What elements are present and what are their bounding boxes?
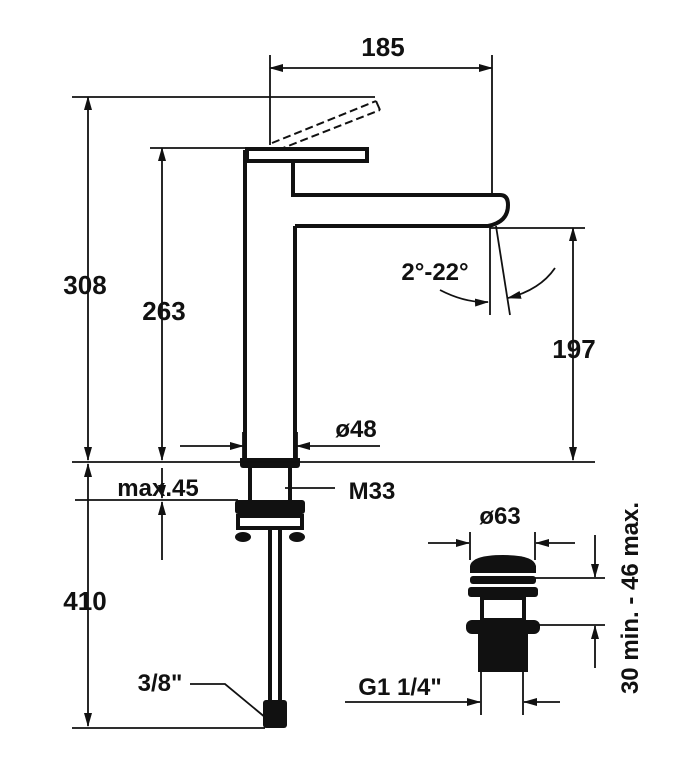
dim-spout-angle: 2°-22° bbox=[401, 259, 468, 286]
dim-waste-diameter: ø63 bbox=[479, 503, 520, 530]
dim-below-deck: 410 bbox=[63, 586, 106, 616]
dim-body-height: 263 bbox=[142, 296, 185, 326]
dim-total-height: 308 bbox=[63, 270, 106, 300]
dim-hose-connection: 3/8" bbox=[138, 670, 183, 697]
dim-spout-height: 197 bbox=[552, 334, 595, 364]
dim-waste-thread: G1 1/4" bbox=[358, 674, 441, 701]
dim-base-diameter: ø48 bbox=[335, 416, 376, 443]
dimension-lines bbox=[72, 55, 605, 729]
dim-spout-reach: 185 bbox=[361, 32, 404, 62]
mounting-shank bbox=[235, 458, 305, 728]
dim-deck-thickness: max.45 bbox=[117, 475, 198, 502]
pop-up-waste bbox=[466, 555, 540, 672]
dim-thread: M33 bbox=[349, 478, 396, 505]
dim-waste-range: 30 min. - 46 max. bbox=[617, 502, 644, 694]
